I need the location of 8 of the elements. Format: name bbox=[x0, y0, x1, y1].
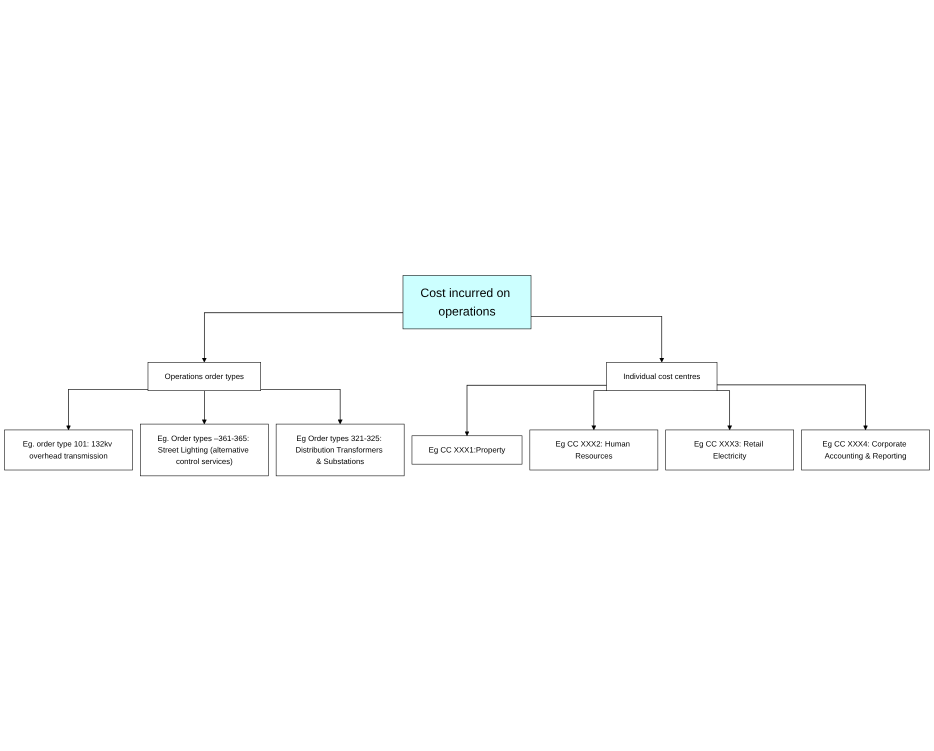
arrow bbox=[716, 384, 868, 430]
arrow bbox=[202, 312, 404, 362]
arrow bbox=[530, 316, 664, 362]
arrow bbox=[66, 388, 148, 430]
arrow bbox=[260, 388, 343, 424]
arrow bbox=[202, 390, 207, 424]
arrow bbox=[464, 384, 607, 436]
node-box: Cost incurred on operations bbox=[402, 275, 532, 330]
